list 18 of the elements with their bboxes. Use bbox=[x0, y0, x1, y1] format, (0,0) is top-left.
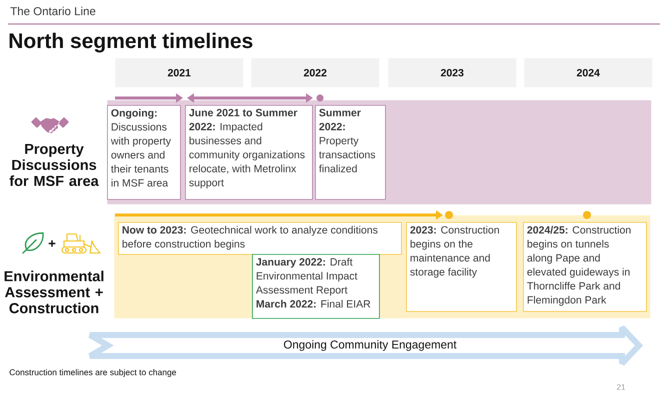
milestone-box: Now to 2023: Geotechnical work to analyze conditions before construction begins bbox=[118, 222, 402, 255]
footnote: Construction timelines are subject to change bbox=[10, 369, 176, 377]
year-header: 2021 bbox=[115, 58, 244, 88]
row-heading: Property Discussions for MSF area bbox=[10, 144, 99, 186]
milestone-box: June 2021 to Summer 2022: Impacted businesses and community organizations relocate, with Metrolinx support bbox=[185, 105, 313, 200]
milestone-box: January 2022: Draft Environmental Impact Assessment Report March 2022: Final EIAR bbox=[252, 254, 380, 319]
title: North segment timelines bbox=[10, 32, 252, 52]
milestone-box: Summer 2022: Property transactions finalized bbox=[315, 105, 386, 200]
header-label: The Ontario Line bbox=[10, 6, 96, 16]
plus-sign: + bbox=[48, 240, 56, 247]
milestone-box: 2024/25: Construction begins on tunnels along Pape and elevated guideways in Thorncliffe Park and Flemingdon Park bbox=[523, 222, 647, 312]
row-heading: Environmental Assessment + Construction bbox=[4, 270, 104, 314]
milestone-box: Ongoing: Discussions with property owners and their tenants in MSF area bbox=[107, 105, 181, 200]
year-header: 2023 bbox=[388, 58, 516, 88]
year-header: 2024 bbox=[524, 58, 652, 88]
milestone-box: 2023: Construction begins on the maintenance and storage facility bbox=[406, 222, 517, 312]
page-number: 21 bbox=[616, 384, 626, 390]
year-header: 2022 bbox=[251, 58, 380, 88]
